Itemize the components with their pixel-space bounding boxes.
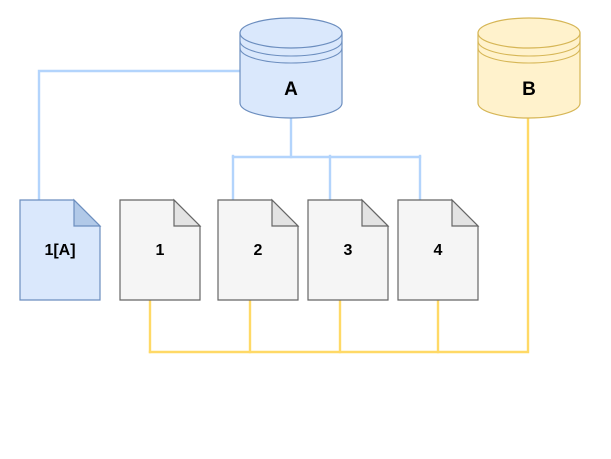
- document-3-fold: [361, 198, 390, 227]
- cylinder-b-rim-2: [477, 47, 581, 64]
- document-1[interactable]: [119, 198, 202, 301]
- cylinder-a-rim-1: [239, 40, 343, 57]
- document-4[interactable]: [397, 198, 480, 301]
- cylinder-b-top: [477, 17, 581, 49]
- edge-cylinder-a-to-document-1a: [37, 69, 242, 204]
- document-2[interactable]: [217, 198, 300, 301]
- document-2-fold: [271, 198, 300, 227]
- document-4-fold: [451, 198, 480, 227]
- document-3[interactable]: [307, 198, 390, 301]
- document-1-fold: [173, 198, 202, 227]
- cylinder-a[interactable]: [239, 17, 343, 119]
- document-1a-fold: [73, 198, 102, 227]
- cylinder-b[interactable]: [477, 17, 581, 119]
- cylinder-a-top: [239, 17, 343, 49]
- cylinder-a-rim-2: [239, 47, 343, 64]
- cylinder-b-rim-1: [477, 40, 581, 57]
- document-1a[interactable]: [19, 198, 102, 301]
- edge-yellow-bus-to-cylinder-b: [148, 114, 530, 354]
